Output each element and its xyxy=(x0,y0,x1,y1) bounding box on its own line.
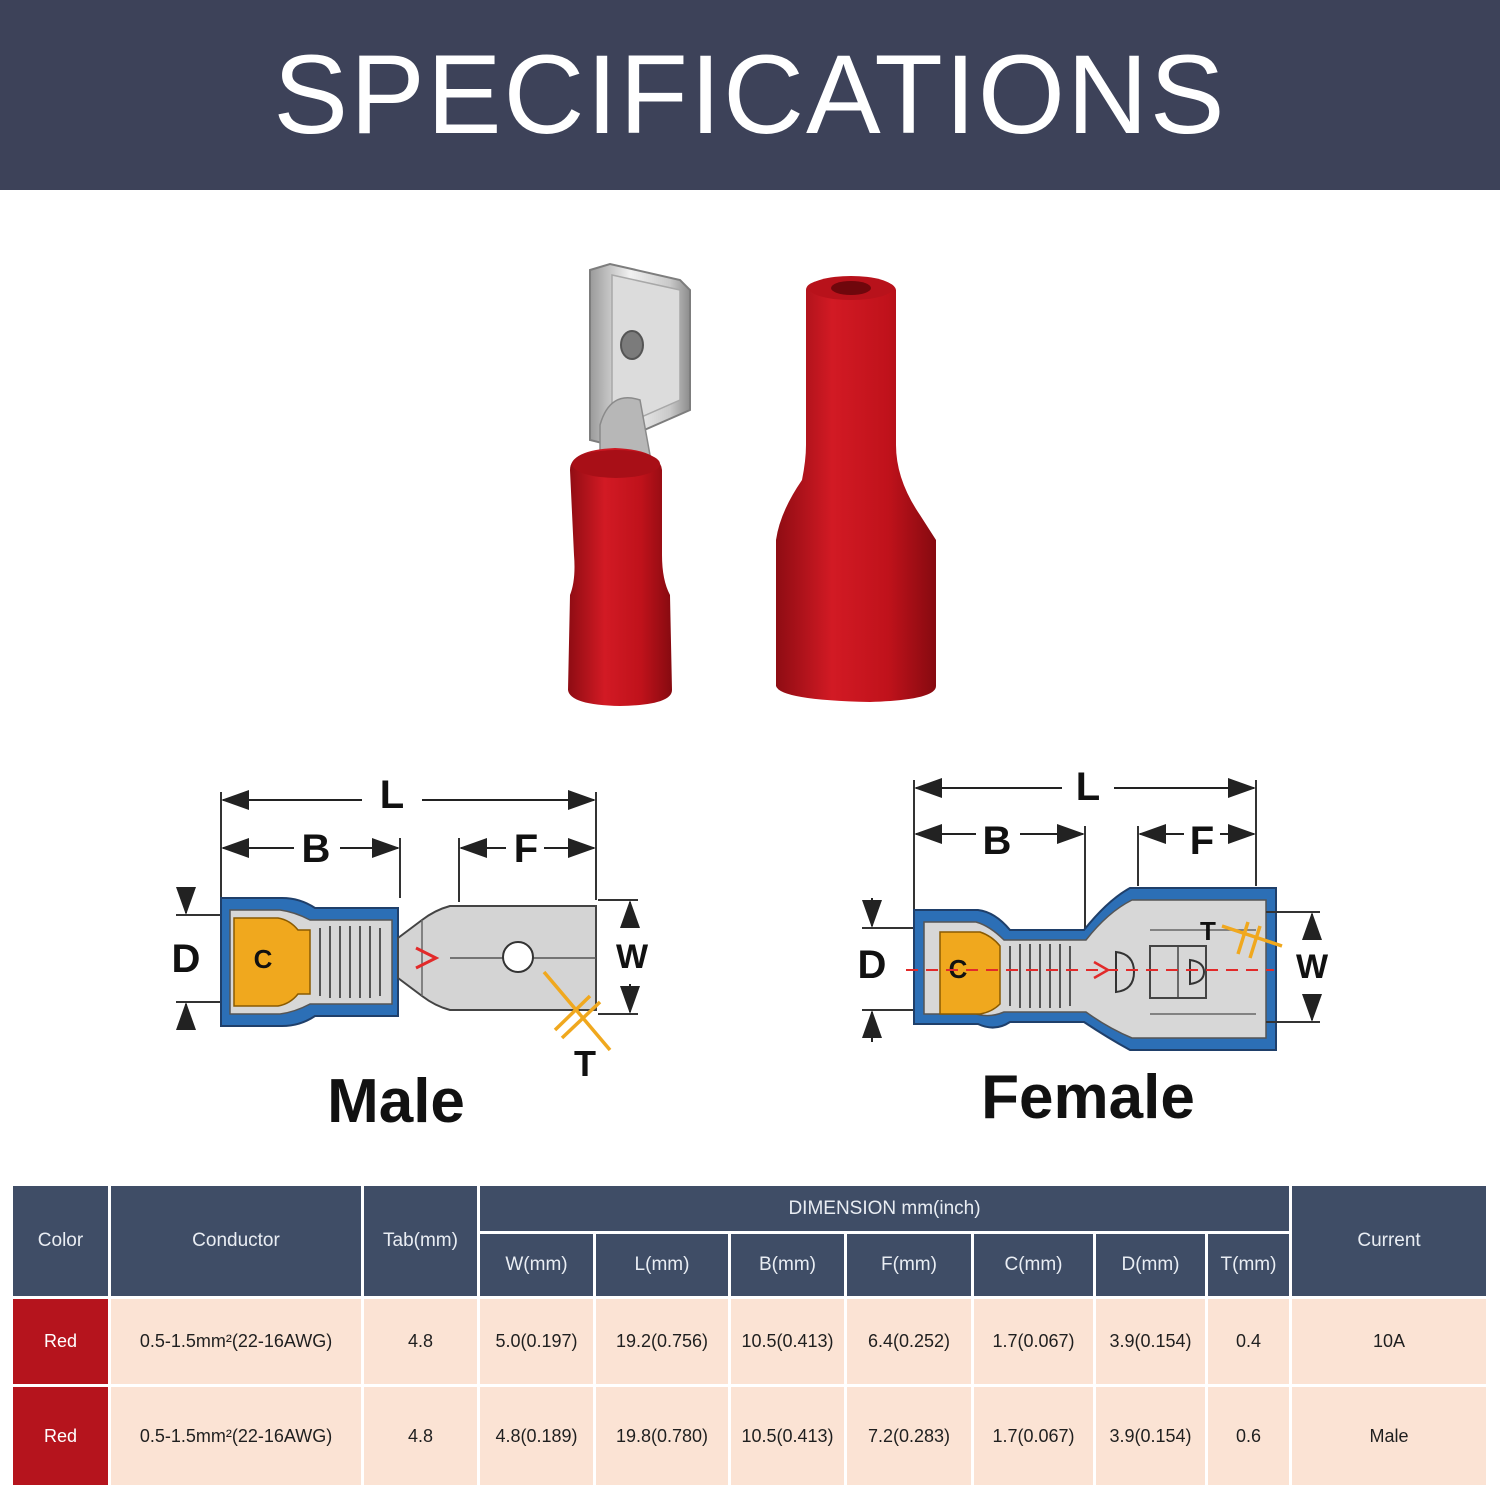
female-label-w: W xyxy=(1296,948,1329,986)
male-label-t: T xyxy=(574,1043,596,1084)
cell-w: 5.0(0.197) xyxy=(480,1299,593,1384)
female-label-t: T xyxy=(1200,916,1216,946)
col-header-d: D(mm) xyxy=(1096,1234,1205,1296)
page-title: SPECIFICATIONS xyxy=(273,32,1227,157)
male-label-d: D xyxy=(172,937,201,981)
col-header-c: C(mm) xyxy=(974,1234,1093,1296)
male-label-c: C xyxy=(254,944,273,974)
cell-t: 0.6 xyxy=(1208,1387,1290,1485)
col-header-tab: Tab(mm) xyxy=(364,1186,477,1296)
col-header-dimension: DIMENSION mm(inch) xyxy=(480,1186,1290,1231)
cell-conductor: 0.5-1.5mm²(22-16AWG) xyxy=(111,1299,361,1384)
female-title: Female xyxy=(981,1063,1195,1132)
cell-color: Red xyxy=(13,1299,108,1384)
cell-f: 6.4(0.252) xyxy=(847,1299,971,1384)
female-label-d: D xyxy=(858,943,887,987)
male-diagram: L B F D C W T Male xyxy=(172,773,649,1136)
cell-l: 19.2(0.756) xyxy=(596,1299,728,1384)
product-photo xyxy=(568,262,936,706)
female-label-f: F xyxy=(1190,819,1214,863)
cell-l: 19.8(0.780) xyxy=(596,1387,728,1485)
table-row: Red 0.5-1.5mm²(22-16AWG) 4.8 5.0(0.197) … xyxy=(13,1299,1487,1384)
table-row: Red 0.5-1.5mm²(22-16AWG) 4.8 4.8(0.189) … xyxy=(13,1387,1487,1485)
male-label-b: B xyxy=(302,827,331,871)
col-header-b: B(mm) xyxy=(731,1234,844,1296)
header-banner: SPECIFICATIONS xyxy=(0,0,1500,190)
cell-b: 10.5(0.413) xyxy=(731,1299,844,1384)
col-header-t: T(mm) xyxy=(1208,1234,1290,1296)
male-title: Male xyxy=(327,1067,465,1136)
male-label-w: W xyxy=(616,938,649,976)
cell-w: 4.8(0.189) xyxy=(480,1387,593,1485)
cell-c: 1.7(0.067) xyxy=(974,1299,1093,1384)
cell-b: 10.5(0.413) xyxy=(731,1387,844,1485)
cell-d: 3.9(0.154) xyxy=(1096,1387,1205,1485)
female-terminal-photo xyxy=(776,276,936,702)
cell-c: 1.7(0.067) xyxy=(974,1387,1093,1485)
col-header-f: F(mm) xyxy=(847,1234,971,1296)
female-diagram: L B F D C W T Female xyxy=(858,765,1329,1132)
male-label-l: L xyxy=(380,773,404,817)
cell-d: 3.9(0.154) xyxy=(1096,1299,1205,1384)
cell-current: 10A xyxy=(1292,1299,1487,1384)
col-header-color: Color xyxy=(13,1186,108,1296)
col-header-current: Current xyxy=(1292,1186,1487,1296)
cell-conductor: 0.5-1.5mm²(22-16AWG) xyxy=(111,1387,361,1485)
cell-f: 7.2(0.283) xyxy=(847,1387,971,1485)
female-label-b: B xyxy=(983,819,1012,863)
cell-tab: 4.8 xyxy=(364,1387,477,1485)
col-header-w: W(mm) xyxy=(480,1234,593,1296)
cell-t: 0.4 xyxy=(1208,1299,1290,1384)
cell-tab: 4.8 xyxy=(364,1299,477,1384)
female-label-l: L xyxy=(1076,765,1100,809)
spec-table: Color Conductor Tab(mm) DIMENSION mm(inc… xyxy=(10,1183,1489,1488)
male-terminal-photo xyxy=(568,262,691,706)
male-label-f: F xyxy=(514,827,538,871)
col-header-conductor: Conductor xyxy=(111,1186,361,1296)
cell-current: Male xyxy=(1292,1387,1487,1485)
cell-color: Red xyxy=(13,1387,108,1485)
female-label-c: C xyxy=(949,954,968,984)
col-header-l: L(mm) xyxy=(596,1234,728,1296)
